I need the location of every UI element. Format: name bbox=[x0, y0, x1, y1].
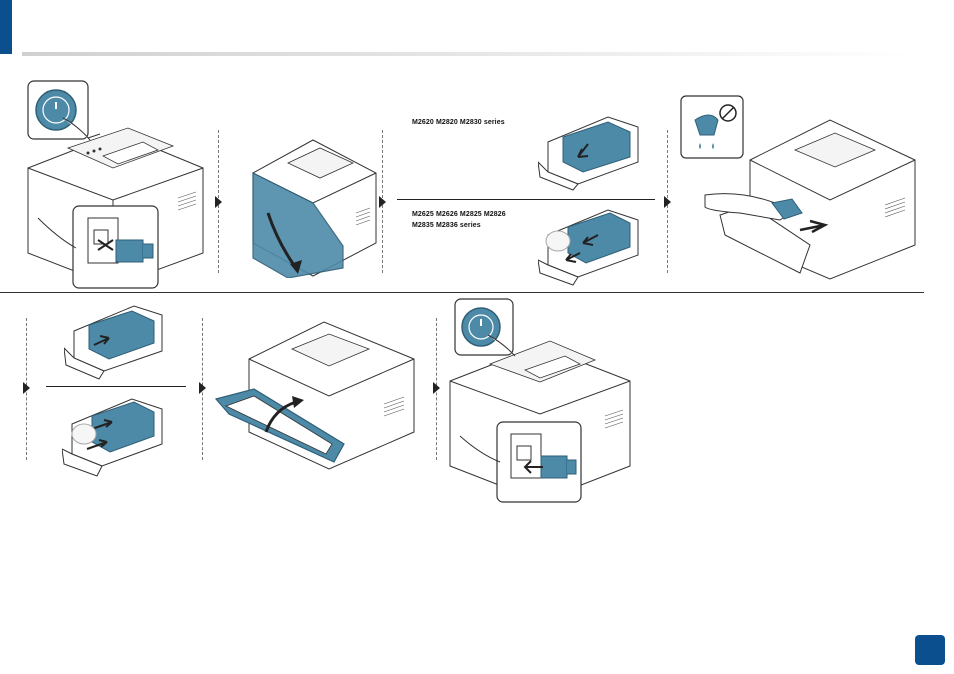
step-arrow bbox=[215, 196, 222, 208]
step-arrow bbox=[23, 382, 30, 394]
series-split-line bbox=[397, 199, 655, 200]
step-arrow bbox=[664, 196, 671, 208]
step-5b-illustration bbox=[62, 394, 168, 482]
step-3a-illustration bbox=[538, 112, 644, 192]
step-5a-illustration bbox=[64, 303, 166, 383]
step-4-illustration bbox=[680, 95, 920, 280]
page-number-badge bbox=[915, 635, 945, 665]
row-divider bbox=[0, 292, 924, 293]
step-arrow bbox=[379, 196, 386, 208]
header-rule bbox=[22, 52, 912, 56]
series-label-b2: M2835 M2836 series bbox=[412, 221, 481, 231]
series-label-a: M2620 M2820 M2830 series bbox=[412, 118, 505, 128]
step-1-illustration bbox=[18, 78, 213, 290]
header-accent-tab bbox=[0, 0, 12, 54]
step-7-illustration bbox=[445, 296, 635, 506]
series-label-b1: M2625 M2626 M2825 M2826 bbox=[412, 210, 506, 220]
step-6-illustration bbox=[214, 314, 419, 474]
series-split-line bbox=[46, 386, 186, 387]
step-arrow bbox=[433, 382, 440, 394]
step-3b-illustration bbox=[538, 205, 644, 289]
step-2-illustration bbox=[248, 118, 378, 278]
step-arrow bbox=[199, 382, 206, 394]
